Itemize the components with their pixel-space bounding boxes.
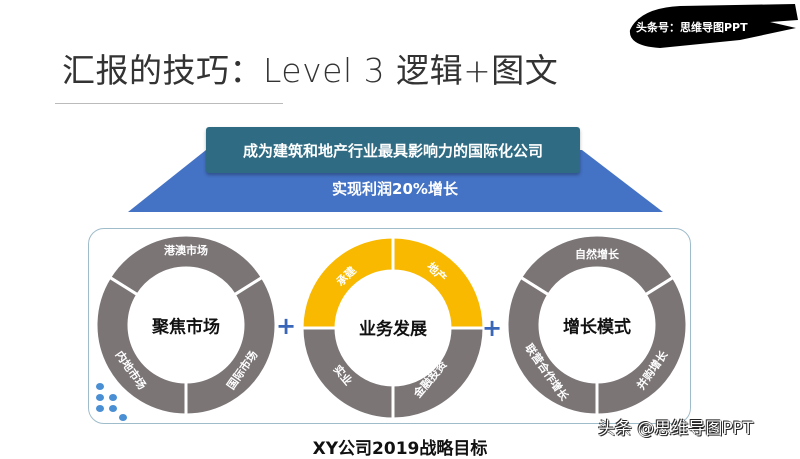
brush-stroke-badge — [629, 4, 798, 48]
brush-badge-text: 头条号：思维导图PPT — [636, 21, 748, 34]
ring-segment — [300, 326, 395, 421]
title-underline — [55, 103, 283, 104]
vision-banner: 成为建筑和地产行业最具影响力的国际化公司 — [206, 127, 580, 173]
segment-label: 港澳市场 — [164, 244, 208, 257]
ring-segment — [595, 275, 689, 417]
ring-segment — [107, 233, 265, 297]
ring-segment — [505, 275, 599, 417]
ring-segment — [184, 275, 278, 417]
decorative-dot — [109, 394, 117, 401]
decorative-dot — [109, 405, 117, 412]
ring-center-growth: 增长模式 — [563, 317, 631, 338]
ring-center-business: 业务发展 — [359, 319, 427, 340]
watermark: 头条 @思维导图PPT — [598, 419, 754, 439]
strategy-panel — [88, 228, 691, 424]
plus-icon: + — [481, 314, 503, 342]
ring-segment — [94, 275, 188, 417]
ring-segment — [518, 233, 676, 297]
plus-icon: + — [275, 312, 297, 340]
decorative-dot — [96, 405, 104, 412]
goal-text: 实现利润20%增长 — [332, 180, 458, 198]
decorative-dot — [119, 414, 127, 421]
segment-label: 自然增长 — [575, 248, 619, 261]
ring-center-market: 聚焦市场 — [152, 317, 220, 338]
decorative-dot — [96, 394, 104, 401]
slide-title: 汇报的技巧：Level 3 逻辑+图文 — [62, 51, 559, 90]
decorative-dot — [96, 383, 104, 390]
